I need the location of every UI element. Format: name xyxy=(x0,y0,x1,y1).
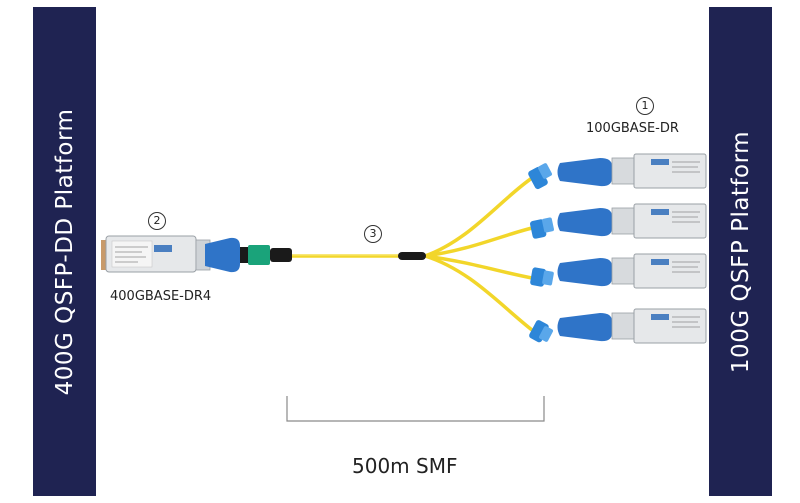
transceiver-100g-dr-3 xyxy=(530,253,707,289)
transceiver-100g-dr-4 xyxy=(529,308,707,344)
platform-400g-qsfp-dd: 400G QSFP-DD Platform xyxy=(33,7,96,496)
breakout-fiber-1 xyxy=(423,176,534,258)
label-400gbase-dr4: 400GBASE-DR4 xyxy=(110,289,212,304)
transceiver-100g-dr-1 xyxy=(528,153,707,190)
lc-connector-3 xyxy=(530,267,554,287)
lc-connector-1 xyxy=(528,163,552,190)
transceiver-400g-dr4 xyxy=(101,235,292,273)
transceiver-100g-dr-2 xyxy=(530,203,707,239)
fiber-cables xyxy=(288,176,534,332)
lc-connector-2 xyxy=(530,217,554,239)
label-100gbase-dr: 100GBASE-DR xyxy=(586,121,679,136)
platform-100g-qsfp: 100G QSFP Platform xyxy=(709,7,772,496)
lc-connector-4 xyxy=(529,320,553,343)
breakout-fiber-2 xyxy=(423,226,534,258)
breakout-fiber-4 xyxy=(423,254,534,332)
breakout-fiber-3 xyxy=(423,254,534,280)
breakout-boot xyxy=(398,252,426,260)
distance-bracket xyxy=(286,396,545,422)
distance-label: 500m SMF xyxy=(352,454,458,478)
mpo-connector xyxy=(248,245,270,265)
badge-100g: 1 xyxy=(636,97,654,115)
badge-cable: 3 xyxy=(364,225,382,243)
latch-pull-tab xyxy=(205,237,240,273)
badge-400g: 2 xyxy=(148,212,166,230)
